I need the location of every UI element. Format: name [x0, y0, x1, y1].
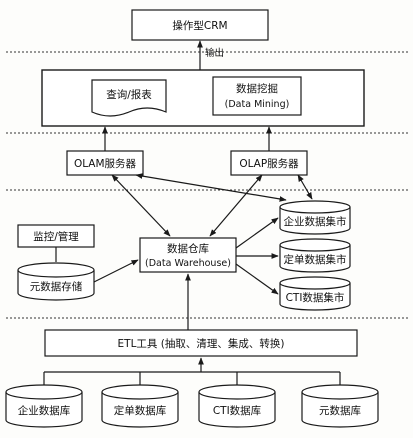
mart-cti-cylinder-top — [279, 276, 351, 290]
data-mining-box — [212, 76, 302, 116]
mart-order-cylinder-top — [279, 238, 351, 252]
data-mining-label: 数据挖掘 — [236, 82, 278, 95]
monitor-label: 监控/管理 — [33, 230, 79, 243]
warehouse-box — [139, 237, 237, 273]
crm-label: 操作型CRM — [172, 19, 227, 32]
db-order-cylinder-body — [101, 392, 179, 428]
warehouse-label: 数据仓库 — [167, 242, 209, 255]
db-enterprise-cylinder-body — [5, 392, 83, 428]
metadata-to-warehouse-arrow — [93, 259, 139, 283]
warehouse-to-mart-cti-arrow — [235, 263, 279, 295]
mart-cti-cylinder-body — [279, 283, 351, 311]
warehouse-en-label: (Data Warehouse) — [145, 258, 231, 269]
db-cti-cylinder-body — [198, 392, 276, 428]
metadata-store-cylinder-top — [17, 262, 95, 278]
mart-order-label: 定单数据集市 — [284, 253, 347, 266]
data-mining-en-label: (Data Mining) — [225, 99, 290, 110]
mart-enterprise-cylinder-top — [279, 200, 351, 214]
etl-box — [44, 329, 358, 357]
olap-server-label: OLAP服务器 — [239, 157, 299, 170]
db-enterprise-cylinder-top — [5, 384, 83, 400]
olam-mart-arrow — [135, 173, 287, 202]
olam-server-label: OLAM服务器 — [74, 157, 137, 170]
mart-order-cylinder-body — [279, 245, 351, 273]
db-meta-cylinder-body — [301, 392, 379, 428]
olam-warehouse-arrow — [111, 174, 171, 237]
mart-enterprise-cylinder-body — [279, 207, 351, 235]
olap-mart-arrow — [297, 174, 313, 200]
warehouse-to-mart-enterprise-arrow — [235, 217, 279, 249]
query-report-document — [91, 79, 167, 117]
query-report-label: 查询/报表 — [106, 88, 152, 101]
metadata-store-cylinder-body — [17, 270, 95, 301]
analysis-panel — [41, 69, 365, 127]
db-order-cylinder-top — [101, 384, 179, 400]
etl-label: ETL工具 (抽取、清理、集成、转换) — [118, 337, 285, 350]
db-enterprise-label: 企业数据库 — [18, 404, 71, 417]
db-meta-label: 元数据库 — [319, 404, 361, 417]
crm-box — [131, 9, 269, 41]
db-cti-cylinder-top — [198, 384, 276, 400]
olap-warehouse-arrow — [209, 174, 263, 237]
mart-enterprise-label: 企业数据集市 — [284, 215, 347, 228]
output-label: 输出 — [205, 47, 224, 59]
mart-cti-label: CTI数据集市 — [286, 291, 345, 304]
db-cti-label: CTI数据库 — [213, 404, 261, 417]
db-order-label: 定单数据库 — [114, 404, 167, 417]
metadata-store-label: 元数据存储 — [30, 280, 83, 293]
db-meta-cylinder-top — [301, 384, 379, 400]
